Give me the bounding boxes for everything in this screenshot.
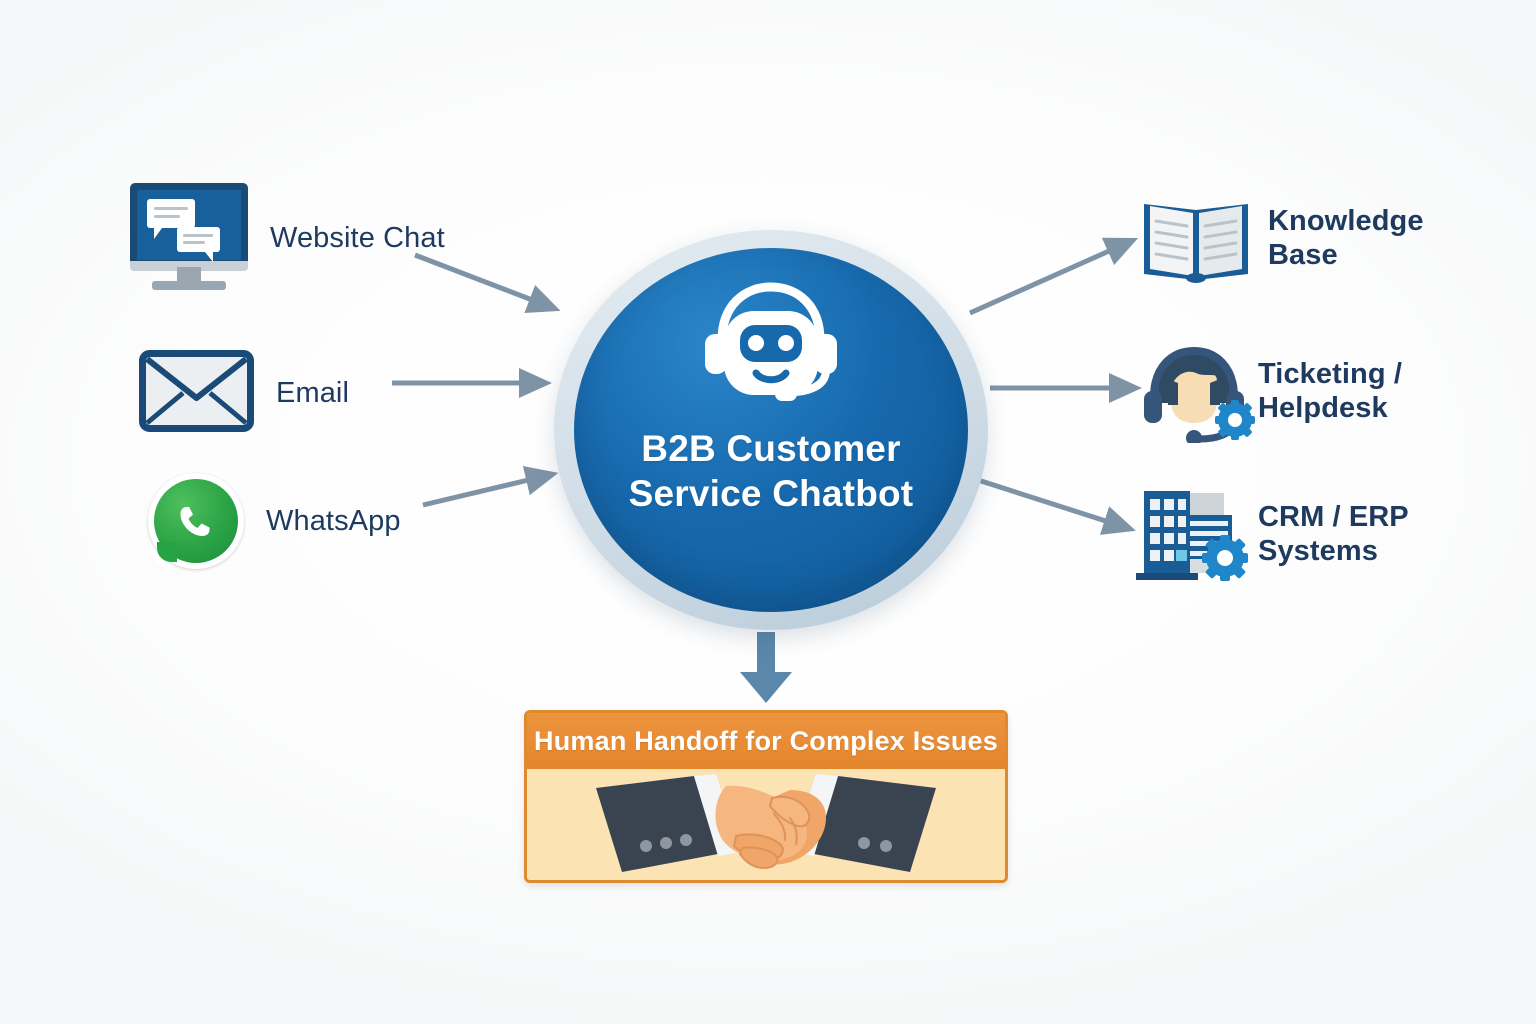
- node-label: Ticketing / Helpdesk: [1258, 357, 1402, 424]
- hub-title: B2B Customer Service Chatbot: [628, 428, 914, 515]
- arrow-crm-erp: [977, 477, 1136, 535]
- handshake-icon: [596, 774, 936, 872]
- node-label: WhatsApp: [266, 504, 401, 537]
- open-book-icon: [1140, 192, 1252, 284]
- node-crm-erp[interactable]: CRM / ERP Systems: [1130, 487, 1409, 581]
- node-ticketing-helpdesk[interactable]: Ticketing / Helpdesk: [1138, 343, 1402, 446]
- monitor-chat-icon: [130, 183, 248, 293]
- node-label: Website Chat: [270, 221, 445, 254]
- support-agent-gear-icon: [1138, 343, 1255, 446]
- arrow-handoff-down: [740, 632, 792, 703]
- node-whatsapp[interactable]: WhatsApp: [148, 473, 401, 569]
- handoff-header: Human Handoff for Complex Issues: [527, 713, 1005, 769]
- envelope-icon: [139, 350, 254, 437]
- central-hub[interactable]: B2B Customer Service Chatbot: [554, 230, 988, 630]
- node-label: Email: [276, 377, 350, 410]
- robot-headset-icon: [696, 278, 846, 408]
- handoff-body: [527, 769, 1005, 880]
- handoff-heading: Human Handoff for Complex Issues: [534, 725, 998, 756]
- node-label: CRM / ERP Systems: [1258, 500, 1409, 567]
- node-email[interactable]: Email: [139, 350, 349, 437]
- node-label: Knowledge Base: [1268, 204, 1424, 271]
- office-building-gear-icon: [1130, 487, 1248, 581]
- whatsapp-icon: [148, 473, 244, 569]
- hub-disc: [574, 248, 968, 612]
- arrow-whatsapp: [422, 465, 559, 508]
- handoff-panel[interactable]: Human Handoff for Complex Issues: [524, 710, 1008, 883]
- node-knowledge-base[interactable]: Knowledge Base: [1140, 192, 1424, 284]
- arrow-knowledge-base: [968, 237, 1139, 316]
- node-website-chat[interactable]: Website Chat: [130, 183, 445, 293]
